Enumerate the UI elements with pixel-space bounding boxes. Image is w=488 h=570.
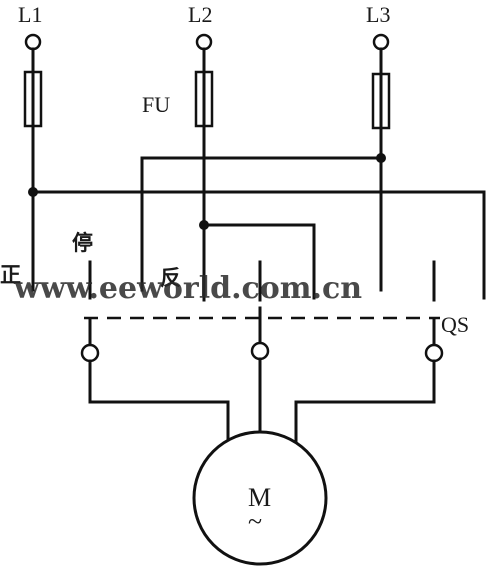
terminal-l2 xyxy=(195,33,213,51)
phase-label-l1: L1 xyxy=(18,2,42,27)
motor-lead-left xyxy=(88,359,230,450)
junction-l3 xyxy=(376,153,386,163)
switch-label: QS xyxy=(441,312,469,337)
motor xyxy=(192,430,328,566)
position-label-forward: 正 xyxy=(0,263,21,287)
junction-l2 xyxy=(199,220,209,230)
terminal-l3 xyxy=(372,33,390,51)
terminal-out-left xyxy=(80,343,100,363)
terminal-out-right xyxy=(424,343,444,363)
motor-ac-symbol: ~ xyxy=(248,507,262,536)
cross-wire-l2 xyxy=(202,223,316,300)
terminal-out-middle xyxy=(250,341,270,361)
motor-label: M xyxy=(248,483,271,512)
junction-l1 xyxy=(28,187,38,197)
watermark: www.eeworld.com.cn xyxy=(13,271,362,306)
terminal-l1 xyxy=(24,33,42,51)
cross-wire-l1 xyxy=(31,190,486,300)
fuse-label: FU xyxy=(142,92,170,117)
position-label-reverse: 反 xyxy=(160,266,181,290)
cross-wire-l3 xyxy=(140,156,383,292)
phase-label-l2: L2 xyxy=(188,2,212,27)
position-label-stop: 停 xyxy=(72,231,93,255)
phase-label-l3: L3 xyxy=(366,2,390,27)
motor-lead-right xyxy=(294,359,436,450)
